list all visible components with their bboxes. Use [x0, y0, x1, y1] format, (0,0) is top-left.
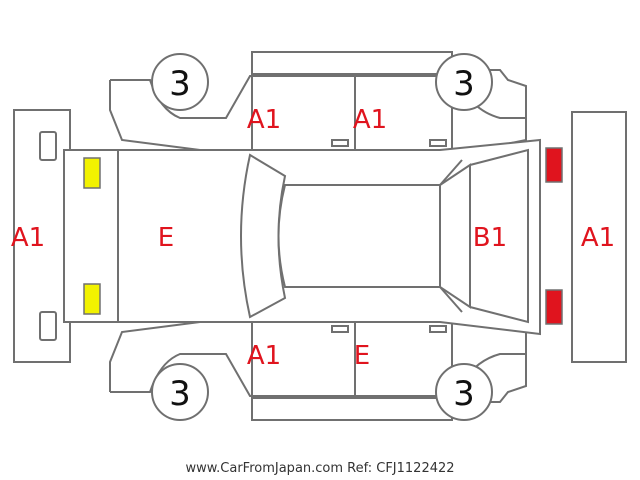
wheel-front-right-label: 3: [169, 374, 191, 414]
wheel-rear-left-label: 3: [453, 64, 475, 104]
wheel-front-left-label: 3: [169, 64, 191, 104]
label-rear-left-door: A1: [353, 105, 387, 135]
roof-strip-right: [251, 397, 453, 421]
footer-reference: www.CarFromJapan.com Ref: CFJ1122422: [185, 461, 454, 476]
wheel-rear-right: 3: [435, 363, 493, 421]
top-view-body: [63, 138, 541, 336]
wheel-front-left: 3: [151, 53, 209, 111]
label-front-left-door: A1: [247, 105, 281, 135]
label-tailgate: B1: [473, 223, 507, 253]
front-bumper: [13, 109, 71, 363]
label-front-right-door: A1: [247, 341, 281, 371]
label-front-bumper: A1: [11, 223, 45, 253]
headlight-right: [83, 283, 101, 315]
taillight-left: [545, 147, 563, 183]
taillight-right: [545, 289, 563, 325]
headlight-left: [83, 157, 101, 189]
label-rear-bumper: A1: [581, 223, 615, 253]
wheel-rear-right-label: 3: [453, 374, 475, 414]
wheel-rear-left: 3: [435, 53, 493, 111]
roof-strip-left: [251, 51, 453, 75]
label-hood: E: [158, 223, 174, 253]
rear-bumper: [571, 111, 627, 363]
label-rear-right-door: E: [354, 341, 370, 371]
wheel-front-right: 3: [151, 363, 209, 421]
